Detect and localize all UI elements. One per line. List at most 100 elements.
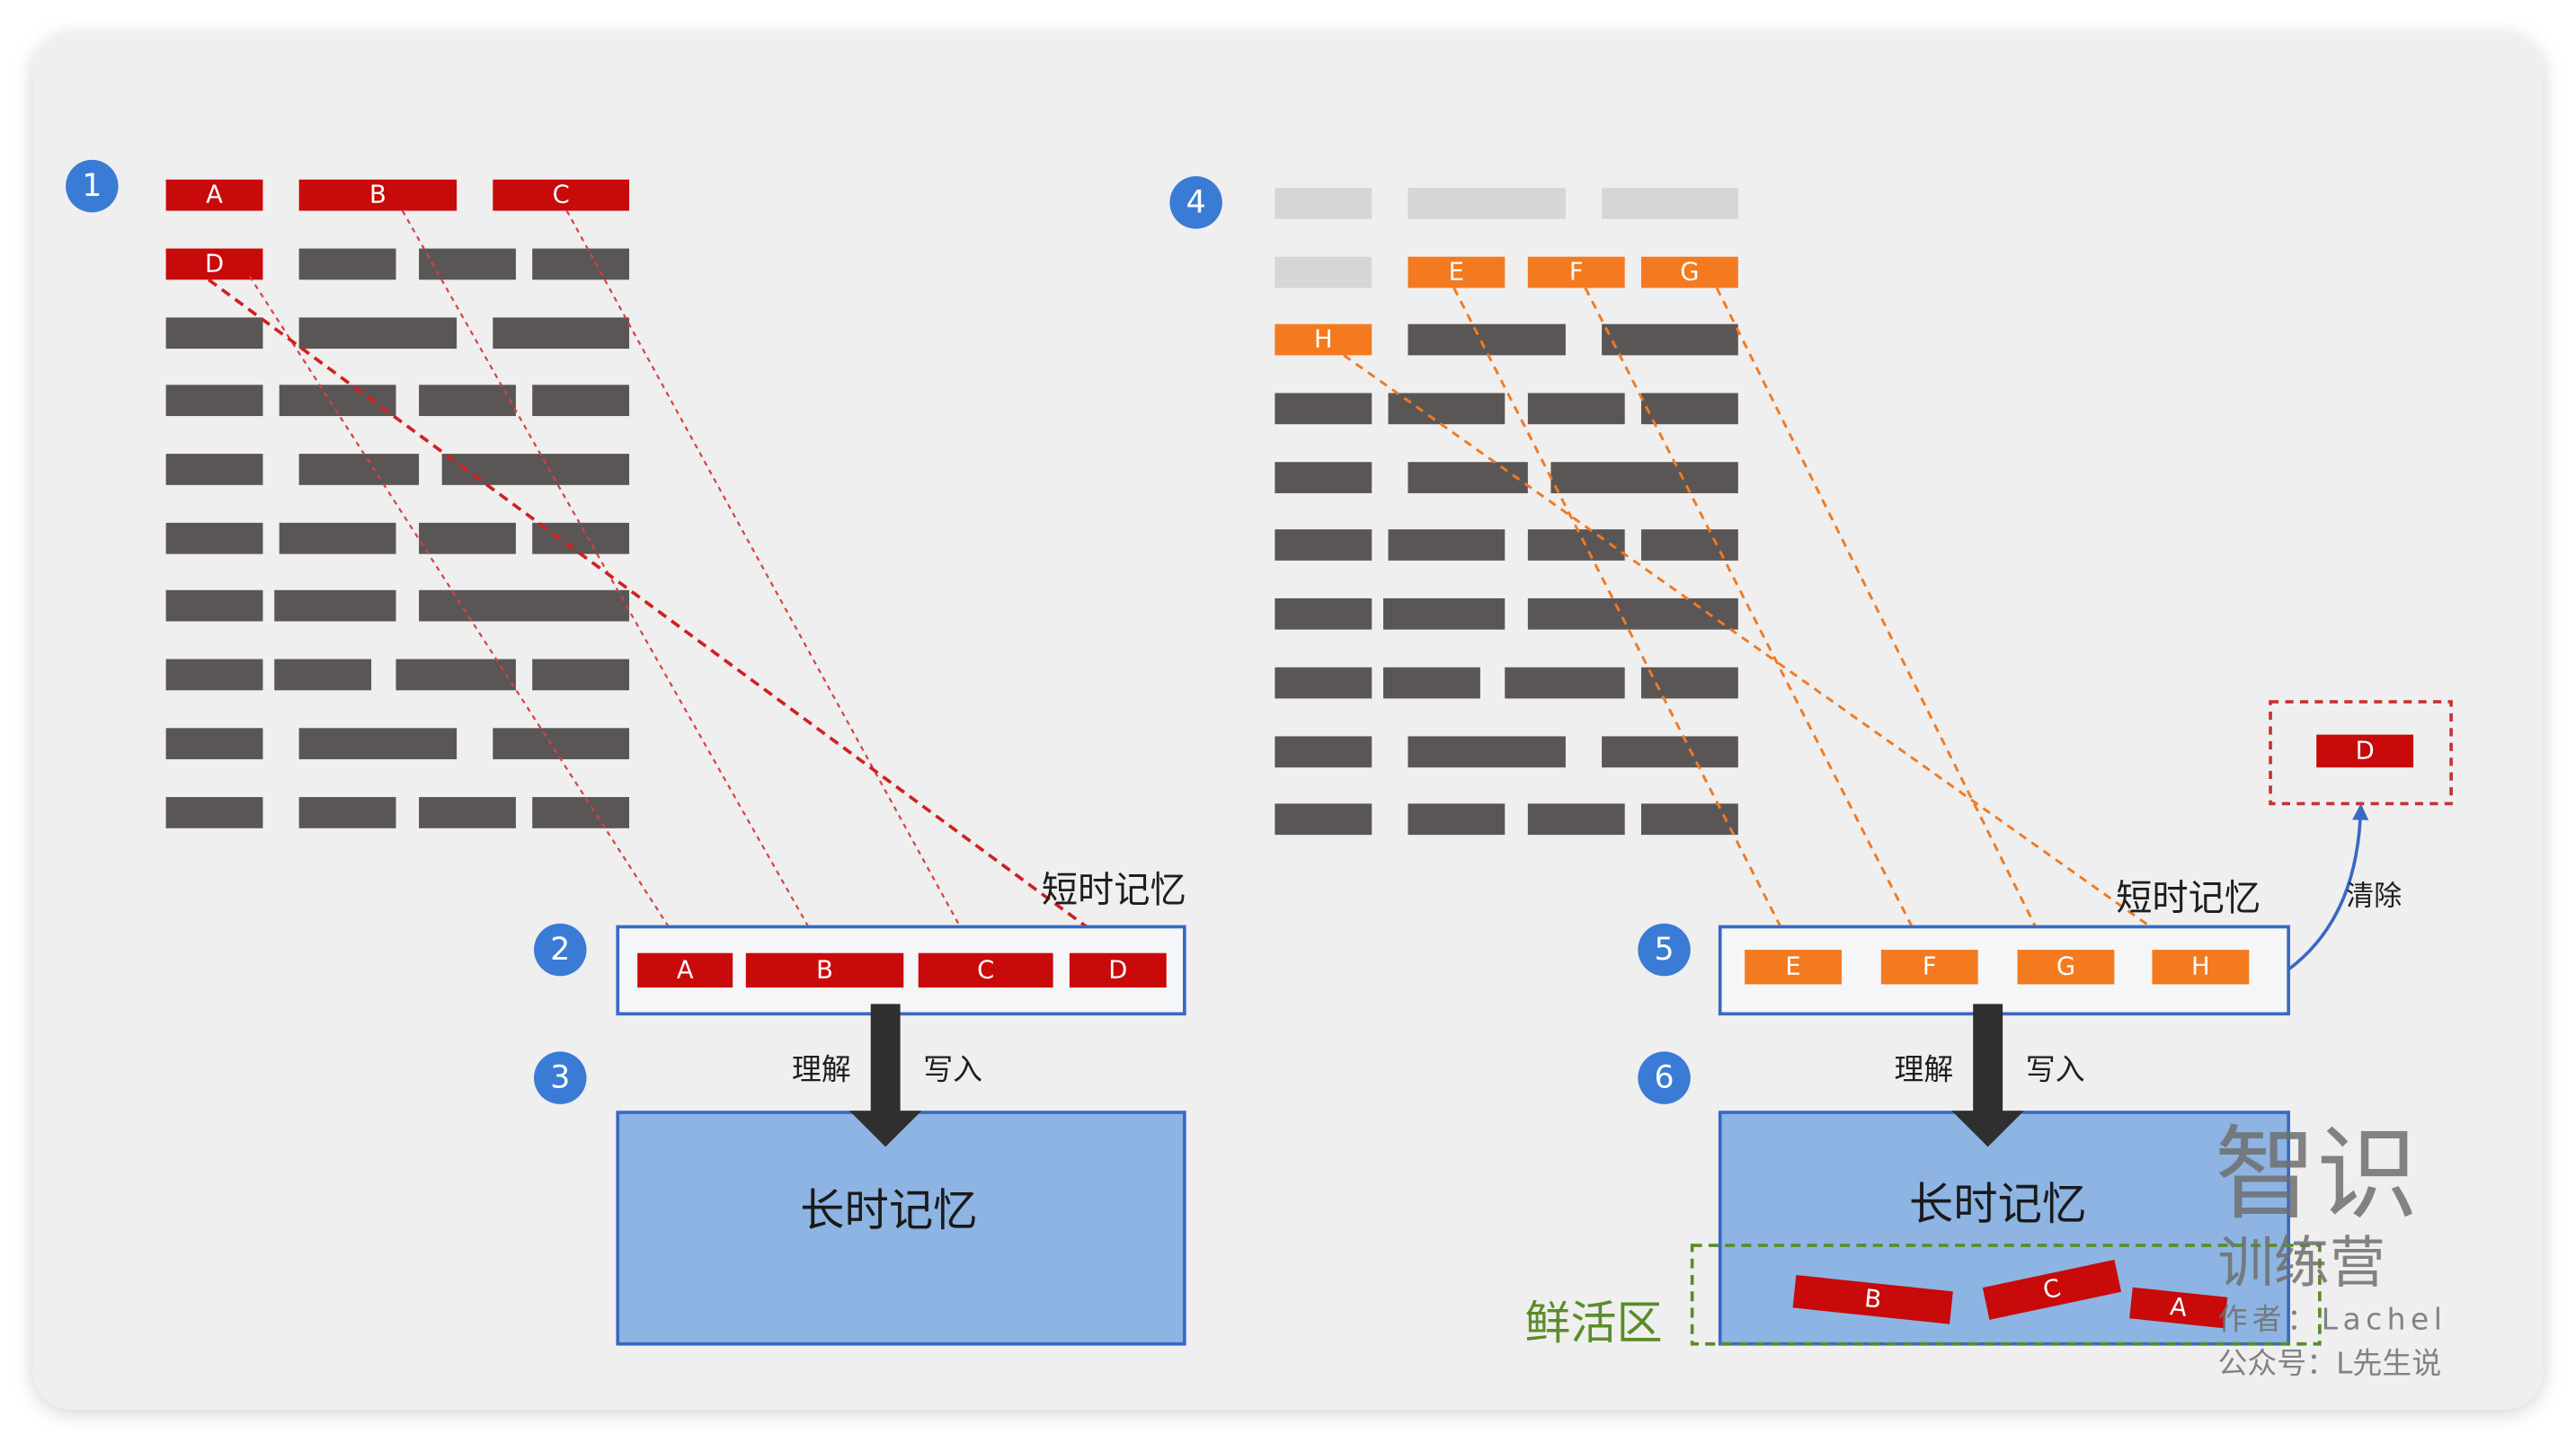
- short-term-item-e: E: [1745, 950, 1842, 985]
- grid-bar: [1275, 256, 1372, 288]
- grid-bar: [298, 317, 457, 350]
- item-label: H: [2191, 953, 2210, 981]
- short-term-item-b: B: [745, 952, 904, 988]
- badge-circle: [1638, 1051, 1691, 1104]
- grid-bar: [1408, 323, 1566, 356]
- grid-bar: [1640, 803, 1738, 836]
- connector-line-h: [1343, 354, 2181, 949]
- watermark-account: 公众号：L先生说: [2218, 1346, 2442, 1381]
- long-term-memory-box: [616, 1111, 1186, 1346]
- grid-bar: [1527, 598, 1738, 630]
- grid-bar: [419, 589, 630, 622]
- long-term-memory-title: 长时记忆: [1909, 1178, 2086, 1230]
- grid-bar: [298, 454, 420, 485]
- step-badge-2: 2: [534, 923, 587, 977]
- source-item-a: A: [165, 179, 263, 211]
- item-label: F: [1569, 259, 1584, 287]
- short-term-item-h: H: [2152, 950, 2250, 985]
- watermark-author: 作者：Lachel: [2218, 1301, 2447, 1336]
- grid-bar: [165, 317, 263, 350]
- grid-bar: [165, 385, 263, 417]
- grid-bar: [1408, 736, 1566, 768]
- arrow-shaft: [870, 1004, 901, 1113]
- active-zone-label: 鲜活区: [1524, 1297, 1662, 1350]
- item-bar: [2129, 1287, 2228, 1329]
- transfer-arrow-down: [1951, 1004, 2024, 1147]
- badge-number: 6: [1655, 1060, 1674, 1096]
- grid-bar: [1408, 187, 1566, 219]
- left-panel: 1 2 3 A B C D: [66, 159, 1186, 1346]
- item-bar: [1640, 256, 1738, 288]
- connector-line-c: [565, 210, 973, 950]
- grid-bar: [1550, 462, 1738, 493]
- item-label: A: [206, 181, 223, 209]
- connector-line-f: [1584, 287, 1924, 950]
- short-term-memory-title: 短时记忆: [1042, 870, 1186, 911]
- grid-bar: [419, 385, 516, 417]
- short-term-item-f: F: [1880, 950, 1978, 985]
- item-label: D: [1108, 956, 1127, 984]
- watermark-brand: 智识: [2215, 1115, 2419, 1234]
- item-label: A: [2169, 1293, 2189, 1323]
- item-bar: [1880, 950, 1978, 985]
- grid-bar: [1602, 323, 1738, 356]
- transfer-arrow-down: [848, 1004, 922, 1147]
- grid-bar: [1408, 803, 1506, 836]
- grid-bar: [419, 797, 516, 828]
- grid-bar: [165, 589, 263, 622]
- grid-bar: [1275, 598, 1372, 630]
- grid-bar: [1602, 187, 1738, 219]
- item-bar: [1792, 1275, 1953, 1324]
- step-badge-3: 3: [534, 1051, 587, 1104]
- right-panel: 4 5 6 E F G H 短时记忆: [1169, 176, 2453, 1350]
- grid-bar: [395, 659, 516, 691]
- grid-bar: [419, 248, 516, 280]
- grid-bar: [1275, 736, 1372, 768]
- grid-bar: [441, 454, 630, 485]
- source-item-h: H: [1275, 323, 1372, 356]
- grid-bar: [1527, 529, 1625, 561]
- card-background: [32, 33, 2544, 1410]
- grid-bar: [532, 248, 630, 280]
- item-bar: [165, 248, 263, 280]
- item-bar: [1408, 256, 1506, 288]
- write-label: 写入: [923, 1051, 982, 1086]
- item-bar: [1982, 1259, 2122, 1320]
- badge-circle: [1638, 923, 1691, 977]
- source-item-g: G: [1640, 256, 1738, 288]
- long-term-memory-title: 长时记忆: [800, 1184, 977, 1236]
- understand-label: 理解: [792, 1051, 851, 1086]
- connector-line-d: [208, 278, 1119, 951]
- cleared-item-d: D: [2316, 734, 2414, 768]
- item-bar: [2152, 950, 2250, 985]
- grid-bar: [1602, 736, 1738, 768]
- information-grid-left: [165, 248, 630, 828]
- connector-line-e: [1452, 287, 1792, 950]
- active-item-a: A: [2129, 1287, 2228, 1329]
- grid-bar: [165, 522, 263, 554]
- grid-bar: [298, 797, 396, 828]
- short-term-item-d: D: [1069, 952, 1167, 988]
- grid-bar: [1527, 803, 1625, 836]
- watermark: 智识 训练营 作者：Lachel 公众号：L先生说: [2215, 1115, 2447, 1381]
- item-bar: [1069, 952, 1167, 988]
- grid-bar: [1275, 803, 1372, 836]
- active-zone-box: [1690, 1244, 2322, 1346]
- grid-bar: [1383, 598, 1506, 630]
- short-term-item-c: C: [918, 952, 1053, 988]
- grid-bar: [298, 248, 396, 280]
- item-label: G: [2056, 953, 2075, 981]
- badge-number: 1: [82, 168, 102, 204]
- item-bar: [165, 179, 263, 211]
- item-label: E: [1449, 259, 1464, 287]
- grid-bar: [165, 797, 263, 828]
- badge-number: 4: [1186, 184, 1206, 220]
- item-label: B: [1863, 1285, 1883, 1315]
- grid-bar: [1388, 529, 1506, 561]
- grid-bar: [165, 728, 263, 760]
- grid-bar: [1640, 393, 1738, 425]
- item-bar: [1275, 323, 1372, 356]
- grid-bar: [274, 589, 396, 622]
- item-label: D: [2356, 737, 2375, 765]
- item-bar: [1527, 256, 1625, 288]
